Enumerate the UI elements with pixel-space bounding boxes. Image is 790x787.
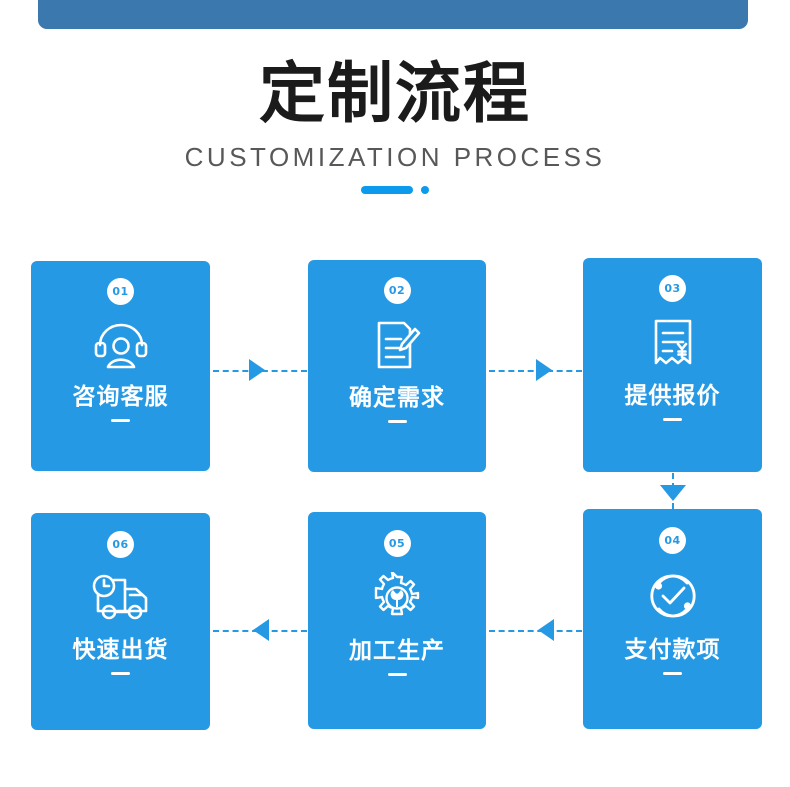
- step-label-underline: [387, 420, 407, 423]
- step-number-badge: 06: [107, 531, 134, 558]
- step-card-06[interactable]: 06 快速出货: [31, 513, 210, 730]
- step-label: 确定需求: [349, 385, 445, 411]
- page-heading: 定制流程 CUSTOMIZATION PROCESS: [0, 55, 790, 194]
- step-card-04[interactable]: 04 支付款项: [583, 509, 762, 729]
- step-number-badge: 01: [107, 278, 134, 305]
- step-number-badge: 03: [659, 275, 686, 302]
- step-number-badge: 04: [659, 527, 686, 554]
- step-label-underline: [111, 672, 130, 675]
- check-circle-icon: [646, 569, 700, 623]
- divider-bar: [361, 186, 413, 194]
- headset-support-icon: [92, 320, 150, 370]
- step-card-01[interactable]: 01 咨询客服: [31, 261, 210, 471]
- gear-wrench-icon: [371, 572, 423, 624]
- arrow-step3-to-step4: [660, 485, 686, 501]
- step-label-underline: [663, 672, 682, 675]
- page-title: 定制流程: [259, 55, 531, 132]
- step-label: 支付款项: [624, 637, 721, 663]
- page-subtitle: CUSTOMIZATION PROCESS: [184, 142, 606, 172]
- step-card-05[interactable]: 05 加工生产: [308, 512, 486, 729]
- invoice-yen-icon: [648, 317, 698, 369]
- step-label: 加工生产: [349, 638, 445, 664]
- step-label-underline: [111, 419, 130, 422]
- step-card-02[interactable]: 02 确定需求: [308, 260, 486, 472]
- title-divider: [361, 186, 429, 194]
- arrow-step5-to-step6: [253, 619, 269, 641]
- step-label-underline: [387, 673, 407, 676]
- top-decorative-bar: [38, 0, 748, 29]
- step-card-03[interactable]: 03 提供报价: [583, 258, 762, 472]
- step-number-badge: 02: [383, 277, 411, 304]
- divider-dot: [421, 186, 429, 194]
- arrow-step2-to-step3: [536, 359, 552, 381]
- arrow-step1-to-step2: [249, 359, 265, 381]
- arrow-step4-to-step5: [538, 619, 554, 641]
- step-label: 快速出货: [72, 637, 169, 663]
- step-label: 提供报价: [624, 383, 721, 409]
- connector-step2-to-step3: [489, 370, 582, 372]
- step-label-underline: [663, 418, 682, 421]
- truck-clock-icon: [89, 573, 153, 623]
- step-number-badge: 05: [383, 530, 411, 557]
- document-pencil-icon: [371, 319, 423, 371]
- connector-step4-to-step5: [489, 630, 582, 632]
- step-label: 咨询客服: [72, 384, 169, 410]
